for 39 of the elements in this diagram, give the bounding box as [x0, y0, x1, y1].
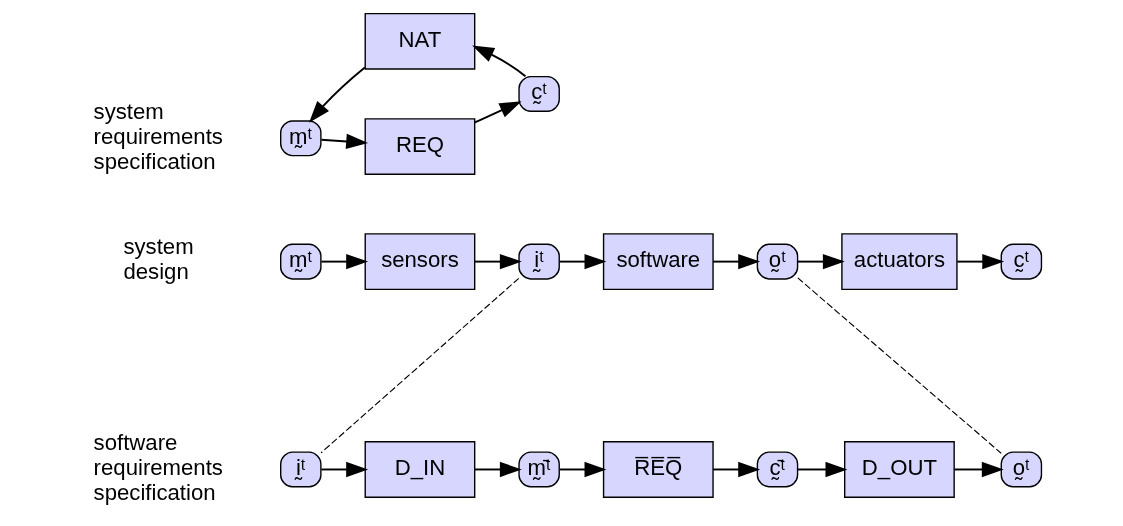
arrow [319, 253, 368, 270]
arrow [319, 133, 368, 150]
arrow [711, 461, 760, 478]
node-box: REQ [364, 118, 475, 175]
arrow [558, 461, 606, 478]
node-box: NAT [364, 12, 475, 70]
arrow [955, 253, 1004, 270]
label: system requirements specification [93, 98, 223, 174]
node-box: c̰̄ᵗ [756, 451, 798, 488]
arrow [796, 253, 845, 270]
node-box: software [602, 233, 714, 291]
node-box: ḭᵗ [517, 243, 560, 280]
node-box: ḭᵗ [279, 451, 322, 488]
arrow [473, 253, 522, 270]
node-box: m̰ᵗ [279, 120, 322, 157]
arrow [308, 66, 366, 123]
arrow [558, 253, 606, 270]
arrow [319, 461, 368, 478]
node-box: c̰ᵗ [1000, 243, 1042, 280]
label: software requirements specification [93, 429, 223, 505]
arrow [473, 101, 522, 124]
connector [320, 277, 519, 454]
connector [796, 277, 1002, 454]
node-box: m̰̄ᵗ [517, 451, 560, 488]
node-box: D_IN [364, 441, 475, 498]
arrow [473, 461, 522, 478]
arrow [711, 253, 760, 270]
arrow [953, 461, 1004, 478]
node-box: c̰ᵗ [517, 75, 560, 112]
node-box: m̰ᵗ [279, 243, 322, 280]
label: system design [122, 234, 194, 285]
node-box: actuators [840, 233, 958, 291]
node-box: D_OUT [843, 441, 955, 498]
arrow [471, 45, 526, 78]
node-box: o̰ᵗ [756, 243, 798, 280]
node-box: o̰ᵗ [1000, 451, 1042, 488]
arrow [796, 461, 847, 478]
node-box: sensors [364, 233, 475, 291]
node-box: R̅E̅Q̅ [602, 441, 714, 498]
